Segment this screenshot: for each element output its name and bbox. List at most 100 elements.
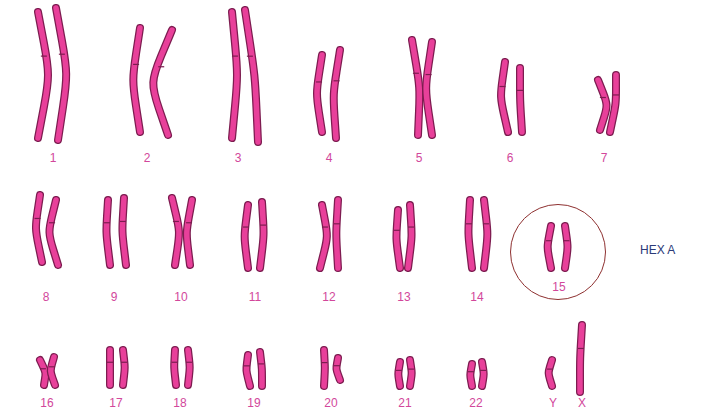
centromere [172,362,178,363]
centromere [547,369,553,370]
centromere [408,369,414,370]
centromere [517,90,523,91]
chromatid-body [482,362,484,386]
chromatid-body [317,55,322,132]
chromatid [480,362,486,386]
centromere [613,94,619,95]
centromere [480,370,486,371]
chromatid [320,205,328,268]
chromatid-outline [565,226,568,268]
chromatid-outline [610,75,616,132]
centromere [186,222,192,223]
chromatid [426,42,432,135]
chromatid-body [187,200,192,265]
chromatid-body [188,350,190,385]
chromosome-number: 1 [50,151,57,165]
centromere [466,223,472,224]
chromatid-outline [40,360,45,385]
chromatid-outline [396,210,400,268]
chromosome-number: 17 [109,396,122,410]
chromatid-body [321,350,327,386]
chromatid-outline [408,205,412,268]
chromatid-body [565,226,568,268]
chromatid [598,80,607,130]
chromatid-outline [246,355,250,386]
chromosome-number: 3 [235,151,242,165]
chromatid-body [246,355,250,386]
chromatid-outline [232,12,237,138]
chromosome-number: 16 [40,396,53,410]
centromere [247,56,253,57]
chromatid [133,28,140,132]
chromatid [468,364,474,386]
centromere [316,81,322,82]
chromatid [334,358,340,380]
chromatid [40,360,46,385]
chromatid-body [260,202,264,268]
chromosome-number: 4 [326,151,333,165]
chromatid-outline [580,325,582,392]
chromatid-body [610,75,616,132]
chromatid [408,360,414,386]
chromatid-body [107,350,113,385]
chromatid [334,50,340,138]
chromatid [500,62,508,132]
chromatid-outline [520,68,522,132]
centromere [563,240,569,241]
chromatid-body [260,352,262,386]
chromatid-body [232,12,237,138]
chromatid-outline [317,55,322,132]
chromatid-body [336,358,340,380]
centromere [40,368,46,369]
chromosome-number: 7 [601,151,608,165]
centromere [133,64,139,65]
chromosome-number: 8 [43,290,50,304]
chromosome-number: 22 [469,396,482,410]
chromatid-outline [320,205,327,268]
highlight-circle: 15 [510,204,606,300]
chromosome-number: 21 [398,396,411,410]
chromatid-outline [426,42,432,135]
chromatid-body [40,360,45,385]
chromatid [578,325,584,392]
chromatid [245,10,258,142]
centromere [120,221,126,222]
chromatid [49,357,55,385]
centromere [244,365,250,366]
chromatid-body [51,357,55,385]
chromosome-number: 10 [174,290,187,304]
chromosome-number: 14 [470,290,483,304]
chromatid-outline [174,350,176,385]
chromatid-outline [245,10,258,142]
centromere [260,225,266,226]
chromosome-number: 20 [324,396,337,410]
chromosome-number: 6 [507,151,514,165]
centromere [578,348,584,349]
centromere [49,222,55,223]
centromere [426,74,432,75]
centromere [500,86,506,87]
chromatid [38,12,48,138]
centromere [173,221,179,222]
chromatid [153,30,172,135]
chromatid [483,200,489,268]
chromosome-number: 2 [144,151,151,165]
centromere [158,66,164,67]
chromatid-body [172,198,179,265]
chromatid-body [548,226,551,268]
centromere [41,55,47,56]
centromere [334,365,340,366]
chromatid-outline [398,362,400,386]
chromatid-body [320,205,327,268]
chromatid-body [410,360,412,386]
chromatid-outline [123,350,125,385]
chromatid-outline [548,226,551,268]
chromosome-number: Y [549,396,557,410]
centromere [104,222,110,223]
chromatid-outline [51,357,55,385]
chromatid-body [49,200,58,265]
centromere [59,54,65,55]
chromatid-outline [320,350,329,386]
chromatid [107,350,113,385]
centromere [186,362,192,363]
